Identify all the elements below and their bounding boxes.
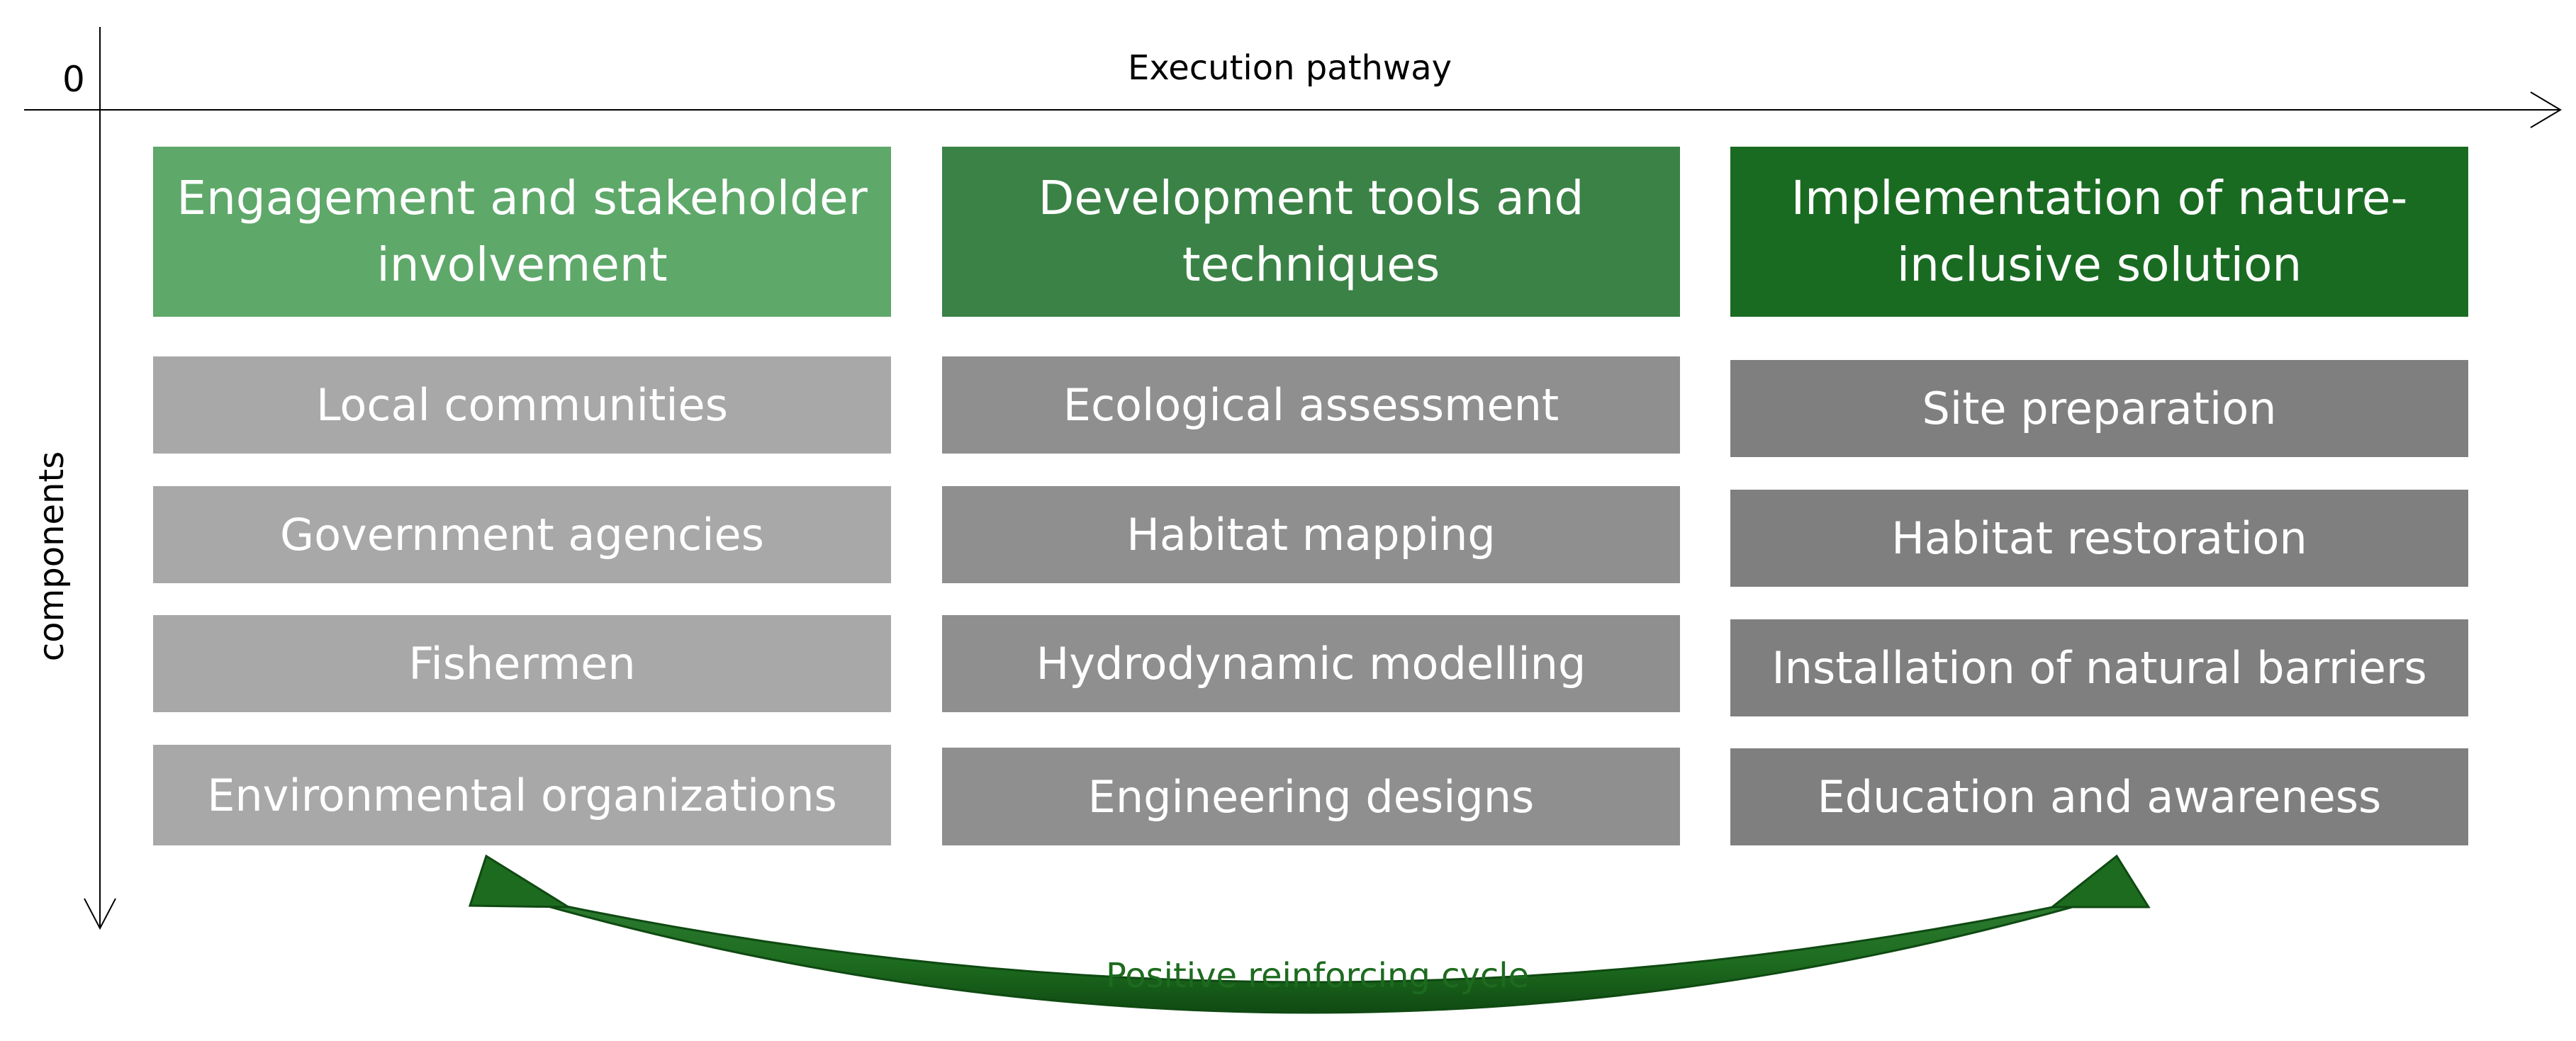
component-box: Hydrodynamic modelling bbox=[942, 615, 1680, 712]
column-header: Implementation of nature-inclusive solut… bbox=[1730, 147, 2468, 317]
component-box: Fishermen bbox=[153, 615, 891, 712]
component-box: Ecological assessment bbox=[942, 356, 1680, 454]
cycle-arrow bbox=[468, 854, 2151, 1014]
x-axis-label: Execution pathway bbox=[1128, 48, 1452, 88]
cycle-arrow-left-head-icon bbox=[468, 854, 573, 908]
x-axis-arrowhead-icon bbox=[2530, 91, 2562, 128]
cycle-arrow-right-head-icon bbox=[2049, 854, 2151, 908]
axis-origin-label: 0 bbox=[62, 59, 85, 100]
column-header: Development tools and techniques bbox=[942, 147, 1680, 317]
component-box: Site preparation bbox=[1730, 360, 2468, 457]
column-development: Development tools and techniques Ecologi… bbox=[942, 147, 1680, 848]
component-box: Habitat mapping bbox=[942, 486, 1680, 583]
y-axis bbox=[84, 27, 116, 930]
component-box: Government agencies bbox=[153, 486, 891, 583]
component-box: Installation of natural barriers bbox=[1730, 619, 2468, 716]
x-axis bbox=[24, 91, 2562, 128]
y-axis-arrowhead-icon bbox=[84, 898, 116, 930]
column-header: Engagement and stakeholder involvement bbox=[153, 147, 891, 317]
component-box: Education and awareness bbox=[1730, 748, 2468, 845]
column-implementation: Implementation of nature-inclusive solut… bbox=[1730, 147, 2468, 848]
y-axis-label: components bbox=[32, 451, 72, 662]
component-box: Environmental organizations bbox=[153, 745, 891, 845]
column-engagement: Engagement and stakeholder involvement L… bbox=[153, 147, 891, 848]
cycle-label: Positive reinforcing cycle bbox=[1106, 956, 1530, 996]
component-box: Engineering designs bbox=[942, 748, 1680, 845]
component-box: Habitat restoration bbox=[1730, 490, 2468, 587]
component-box: Local communities bbox=[153, 356, 891, 454]
